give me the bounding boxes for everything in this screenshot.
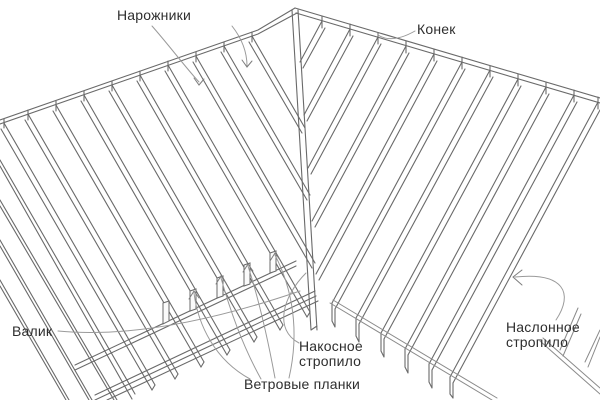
eave-fascia-boards bbox=[94, 290, 319, 400]
label-vetrovye-text: Ветровые планки bbox=[244, 376, 361, 392]
leader-arrowheads bbox=[188, 59, 523, 300]
label-naslonnoe-line1: Наслонное bbox=[506, 319, 580, 335]
hip-rafter bbox=[291, 9, 318, 331]
left-ridge-board bbox=[0, 7, 298, 129]
label-naslonnoe-line2: стропило bbox=[506, 334, 569, 350]
leader-lines bbox=[57, 25, 565, 380]
right-rafters bbox=[299, 20, 600, 399]
label-narozhniki-text: Нарожники bbox=[117, 7, 191, 23]
label-konek-text: Конек bbox=[417, 21, 456, 37]
wall-plate-board bbox=[74, 260, 297, 371]
label-konek: Конек bbox=[417, 22, 456, 37]
label-valik: Валик bbox=[12, 324, 52, 339]
label-vetrovye-planki: Ветровые планки bbox=[244, 377, 360, 392]
battens bbox=[329, 299, 600, 400]
label-nakosnoe-line2: стропило bbox=[299, 353, 362, 369]
label-narozhniki: Нарожники bbox=[117, 8, 191, 23]
label-nakosnoe-line1: Накосное bbox=[299, 338, 363, 354]
label-naslonnoe-stropilo: Наслонное стропило bbox=[506, 320, 580, 350]
label-valik-text: Валик bbox=[12, 323, 53, 339]
left-rafters bbox=[0, 35, 316, 400]
label-nakosnoe-stropilo: Накосное стропило bbox=[299, 339, 363, 369]
